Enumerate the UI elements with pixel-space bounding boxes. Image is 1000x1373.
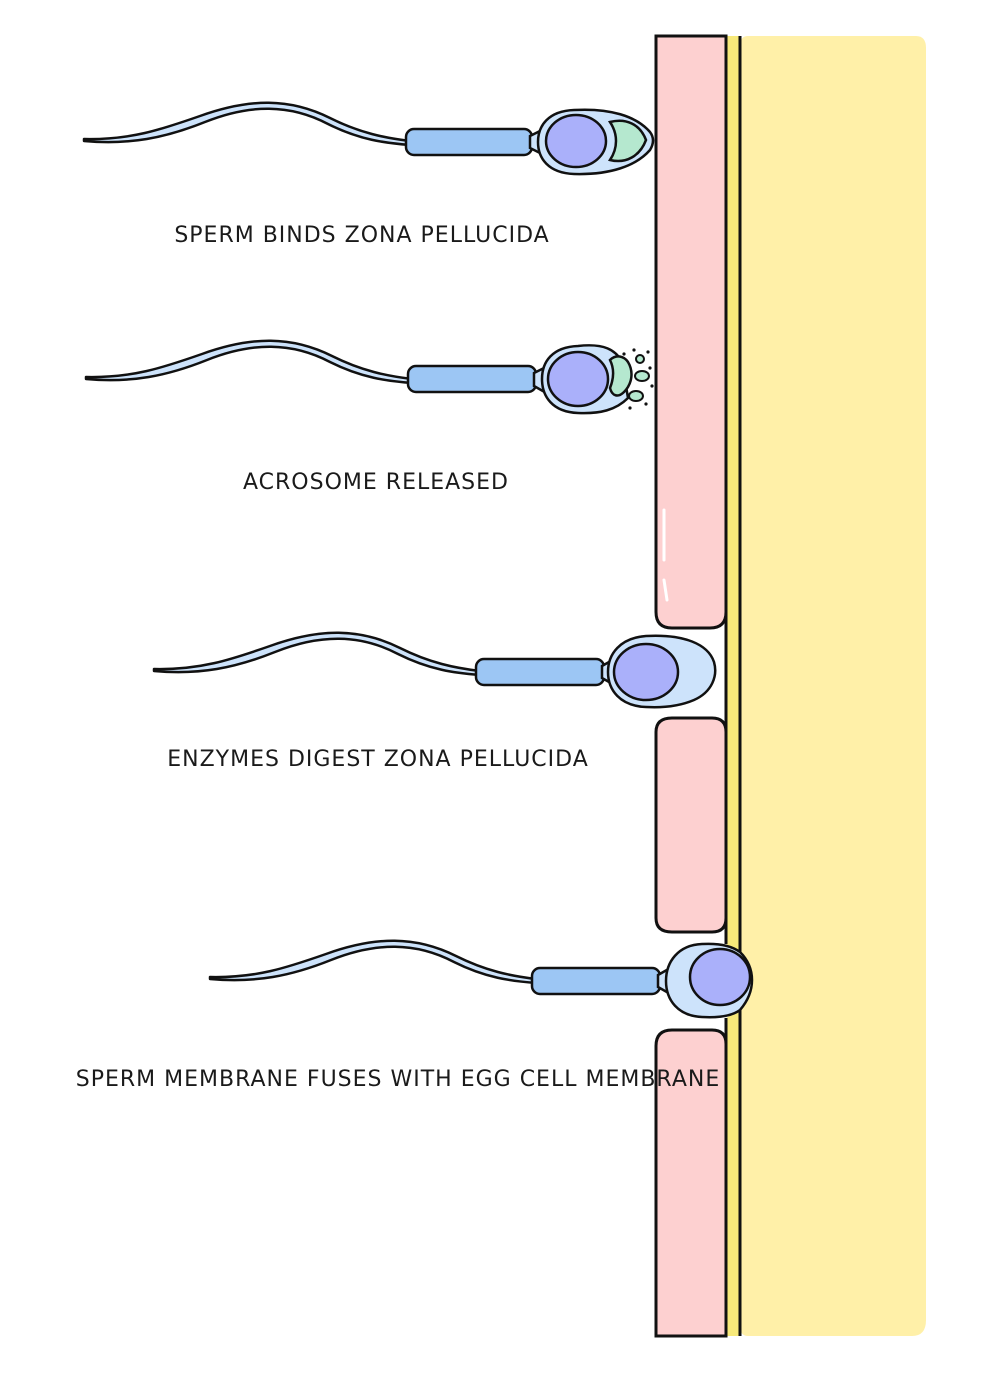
acrosome-fragment bbox=[635, 354, 645, 364]
sperm-step-1 bbox=[82, 101, 655, 176]
caption-step-3: ENZYMES DIGEST ZONA PELLUCIDA bbox=[167, 747, 589, 772]
enzyme-dot bbox=[632, 348, 636, 352]
sperm-tail bbox=[152, 631, 482, 677]
enzyme-dot bbox=[650, 384, 654, 388]
sperm-nucleus bbox=[546, 350, 610, 408]
sperm-nucleus bbox=[688, 947, 752, 1007]
zona-pellucida-middle bbox=[654, 716, 728, 934]
enzyme-dot bbox=[648, 366, 652, 370]
enzyme-dot bbox=[628, 406, 632, 410]
zona-pellucida-lower bbox=[654, 1028, 728, 1338]
sperm-nucleus bbox=[544, 113, 608, 169]
caption-step-4: SPERM MEMBRANE FUSES WITH EGG CELL MEMBR… bbox=[76, 1067, 720, 1092]
caption-step-2: ACROSOME RELEASED bbox=[243, 470, 509, 495]
sperm-nucleus bbox=[612, 642, 680, 702]
acrosome-fragment bbox=[628, 390, 644, 402]
acrosome-fragment bbox=[634, 370, 650, 382]
caption-step-1: SPERM BINDS ZONA PELLUCIDA bbox=[174, 223, 549, 248]
enzyme-dot bbox=[622, 352, 626, 356]
enzyme-dot bbox=[644, 402, 648, 406]
egg-cell-membrane bbox=[726, 36, 740, 1336]
zona-pellucida-upper bbox=[654, 34, 728, 630]
sperm-midpiece bbox=[530, 966, 662, 996]
sperm-tail bbox=[82, 101, 412, 147]
acrosome bbox=[607, 119, 648, 163]
zona-highlight bbox=[662, 578, 669, 602]
sperm-tail bbox=[208, 939, 538, 985]
enzyme-dot bbox=[646, 350, 650, 354]
sperm-midpiece bbox=[406, 364, 538, 394]
sperm-step-3 bbox=[152, 631, 717, 709]
egg-cytoplasm bbox=[740, 36, 926, 1336]
acrosome-released bbox=[608, 355, 633, 397]
sperm-step-4 bbox=[208, 939, 754, 1019]
sperm-step-2 bbox=[84, 339, 654, 415]
sperm-midpiece bbox=[404, 127, 534, 157]
sperm-tail bbox=[84, 339, 414, 385]
sperm-midpiece bbox=[474, 657, 606, 687]
